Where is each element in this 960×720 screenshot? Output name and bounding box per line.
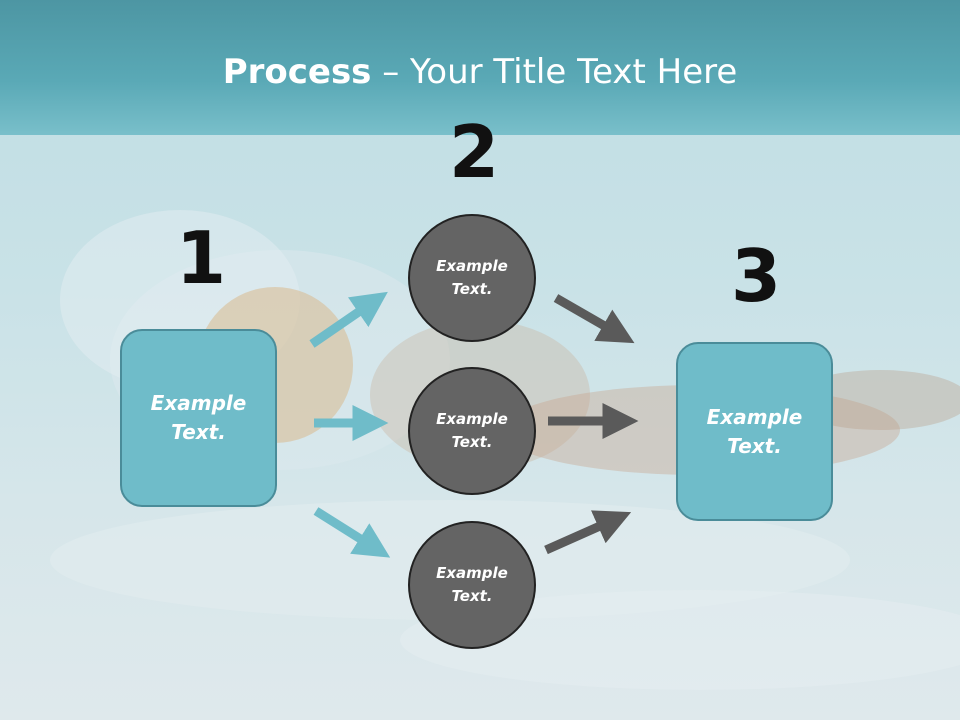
step-1-box: Example Text. bbox=[120, 329, 277, 507]
step-1-text: Example Text. bbox=[150, 391, 247, 444]
step-2-circle-3-text: Example Text. bbox=[436, 564, 508, 605]
slide-title: Process – Your Title Text Here bbox=[0, 52, 960, 92]
step-2-number: 2 bbox=[449, 110, 500, 194]
step-2-circle-1-text: Example Text. bbox=[436, 257, 508, 298]
step-2-circle-3: Example Text. bbox=[408, 521, 536, 649]
teal-arrow-down bbox=[313, 507, 391, 558]
step-3-number: 3 bbox=[731, 234, 782, 318]
step-3-box: Example Text. bbox=[676, 342, 833, 521]
title-bold: Process bbox=[222, 52, 372, 92]
step-3-text: Example Text. bbox=[706, 404, 803, 458]
step-2-circle-2: Example Text. bbox=[408, 367, 536, 495]
step-2-circle-1: Example Text. bbox=[408, 214, 536, 342]
title-rest: – Your Title Text Here bbox=[371, 52, 738, 92]
title-band bbox=[0, 0, 960, 135]
teal-arrow-up bbox=[309, 291, 388, 348]
gray-arrow-down bbox=[553, 294, 635, 344]
gray-arrow-up bbox=[544, 510, 632, 555]
step-2-circle-2-text: Example Text. bbox=[436, 410, 508, 451]
step-1-number: 1 bbox=[176, 216, 227, 300]
